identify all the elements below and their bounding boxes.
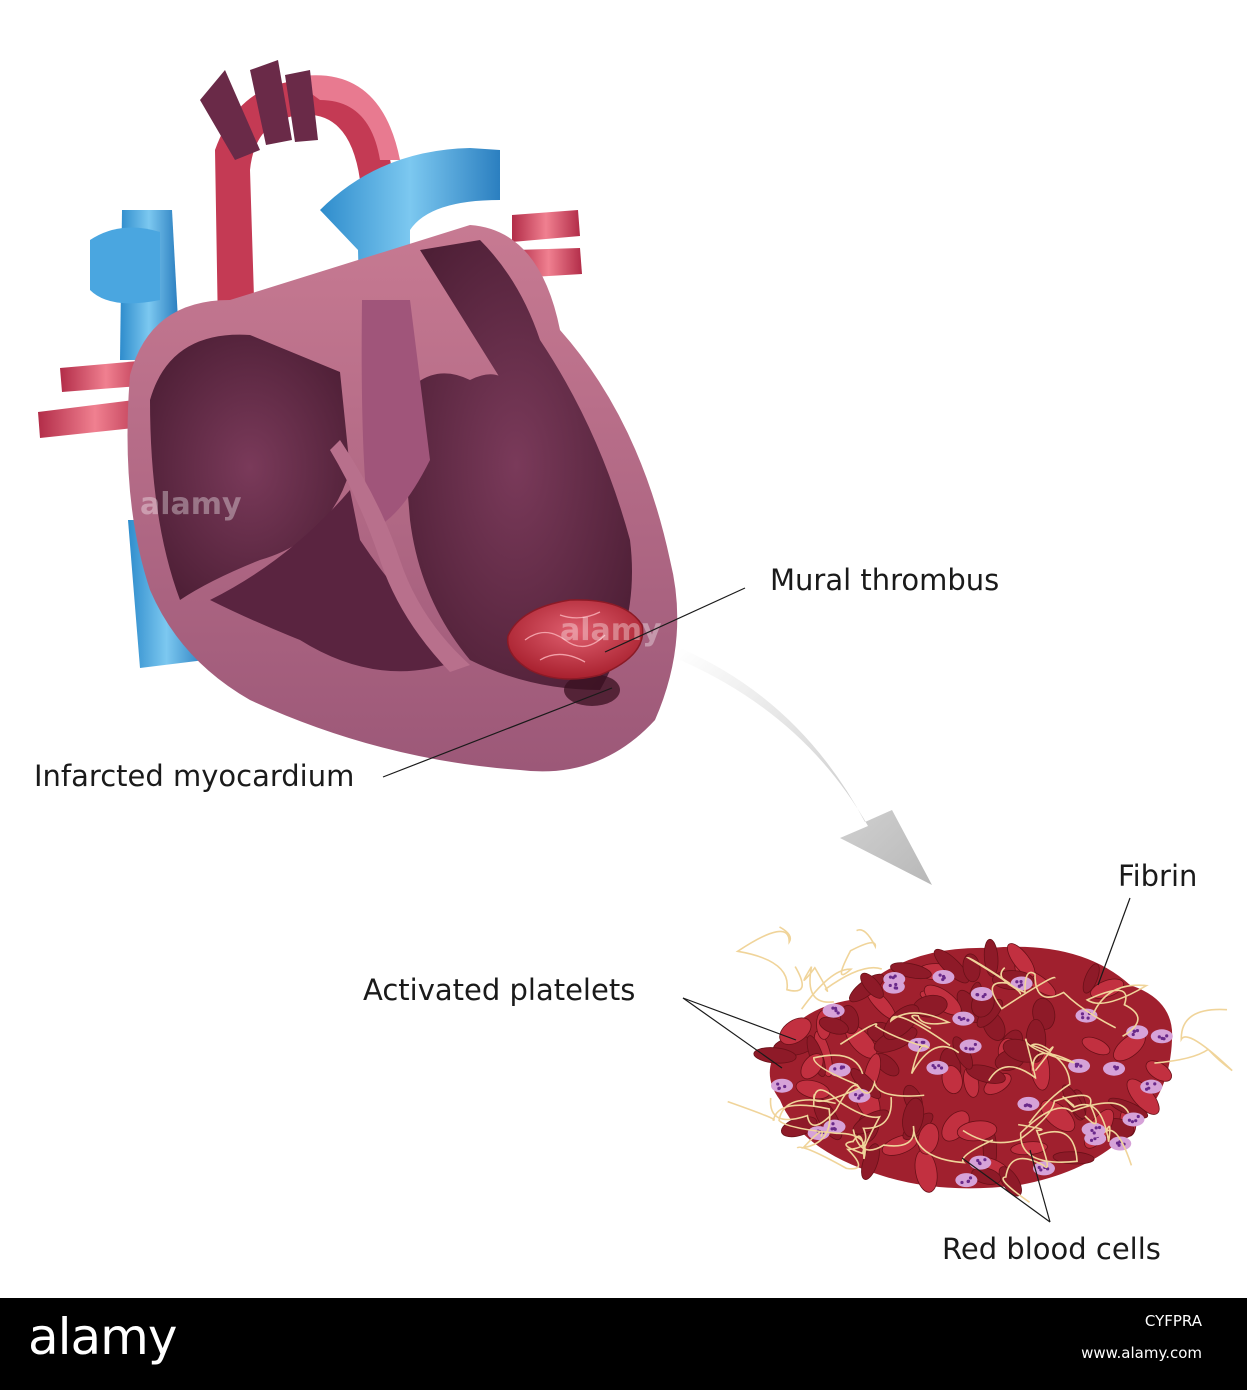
pulmonary-vein-left-2	[38, 398, 152, 438]
fibrin-strand	[889, 1012, 952, 1047]
right-ventricle	[210, 490, 460, 672]
label-mural-thrombus: Mural thrombus	[770, 563, 1000, 597]
platelet	[1083, 1123, 1106, 1138]
zoom-arrow	[680, 648, 932, 885]
fibrin-strand	[962, 1094, 1097, 1144]
footer-bar: alamy CYFPRA www.alamy.com	[0, 1298, 1247, 1390]
red-blood-cell	[983, 938, 999, 977]
infarct-zone	[564, 674, 620, 706]
red-blood-cell	[1052, 1151, 1095, 1165]
red-blood-cell	[1007, 943, 1036, 978]
aortic-arch-highlight	[290, 75, 400, 160]
red-blood-cell	[779, 1017, 812, 1045]
aortic-branch-2	[250, 60, 292, 145]
fibrin-strand	[803, 966, 883, 1003]
fibrin-strand	[1062, 1096, 1133, 1166]
right-chamber	[150, 334, 350, 600]
platelet	[970, 986, 993, 1001]
platelet	[1103, 1061, 1126, 1076]
fibrin-strand	[800, 929, 877, 1010]
pulmonary-vein-right-1	[512, 210, 580, 242]
fibrin-strand	[796, 1096, 893, 1170]
aortic-root	[361, 300, 430, 530]
red-blood-cell	[1061, 1084, 1086, 1120]
footer-image-id: CYFPRA	[1144, 1312, 1202, 1330]
label-fibrin: Fibrin	[1118, 859, 1198, 893]
red-blood-cell	[956, 1120, 998, 1142]
fibrin-strand	[1028, 1043, 1071, 1124]
platelet	[1140, 1079, 1163, 1094]
leader-rbc-1	[961, 1157, 1051, 1223]
label-red-blood-cells: Red blood cells	[942, 1232, 1161, 1266]
fibrin-strand	[839, 1023, 960, 1074]
fibrin-strand	[813, 1089, 882, 1155]
left-chamber	[400, 240, 632, 690]
red-blood-cell	[965, 1064, 1006, 1084]
fibrin-strands	[727, 926, 1233, 1203]
fibrin-strand	[778, 1099, 866, 1160]
platelet	[770, 1078, 793, 1093]
pulmonary-vein-left-1	[60, 360, 152, 392]
watermark-alamy-1: alamy	[140, 487, 242, 522]
watermark-alamy-2: alamy	[560, 613, 662, 648]
platelet	[926, 1060, 949, 1075]
red-blood-cell	[941, 1065, 963, 1095]
platelet	[1017, 1096, 1040, 1111]
red-blood-cell	[1082, 963, 1100, 994]
platelet	[1122, 1112, 1145, 1127]
leader-infarcted-myocardium	[382, 687, 613, 778]
red-blood-cell	[850, 1068, 882, 1099]
clot-texture	[524, 611, 606, 663]
red-blood-cell	[917, 1122, 940, 1155]
platelet	[882, 979, 905, 994]
platelet	[1032, 1161, 1055, 1176]
footer-logo: alamy	[28, 1308, 177, 1366]
fibrin-strand	[1002, 1123, 1049, 1203]
red-blood-cell	[1145, 1060, 1172, 1082]
label-infarcted-myocardium: Infarcted myocardium	[34, 759, 355, 793]
thrombus-closeup	[727, 926, 1233, 1203]
fibrin-strand	[965, 956, 1056, 1010]
leader-fibrin	[1097, 897, 1131, 986]
leader-rbc-2	[1029, 1149, 1051, 1223]
red-blood-cell	[860, 972, 884, 999]
leader-platelets-2	[682, 997, 783, 1069]
aortic-branch-1	[200, 70, 260, 160]
red-blood-cell	[902, 1097, 925, 1138]
leader-mural-thrombus	[604, 587, 746, 653]
platelet	[969, 1155, 992, 1170]
platelet	[828, 1062, 851, 1077]
aortic-branch-3	[285, 70, 318, 142]
red-blood-cell	[861, 1143, 880, 1180]
platelet	[822, 1003, 845, 1018]
label-activated-platelets: Activated platelets	[363, 973, 636, 1007]
septum	[330, 440, 470, 672]
platelet	[1150, 1029, 1173, 1044]
fibrin-strand	[1000, 967, 1117, 1029]
leader-platelets-1	[682, 997, 797, 1041]
fibrin-strand	[727, 1100, 831, 1149]
platelets-group	[770, 970, 1173, 1188]
fibrin-strand	[1019, 1102, 1130, 1163]
platelet	[952, 1011, 975, 1026]
fibrin-strand	[735, 926, 803, 992]
red-blood-cell	[818, 1016, 849, 1035]
fibrin-strand	[813, 1054, 925, 1097]
footer-url: www.alamy.com	[1081, 1344, 1202, 1362]
red-blood-cell	[800, 1053, 824, 1080]
platelet	[1010, 976, 1033, 991]
fibrin-strand	[769, 1084, 861, 1126]
platelet	[955, 1173, 978, 1188]
fibrin-strand	[1154, 1008, 1233, 1072]
platelet	[932, 970, 955, 985]
heart-illustration	[38, 60, 678, 772]
vena-cava-bulge	[90, 227, 160, 304]
fibrin-strand	[1085, 984, 1149, 1038]
platelet	[959, 1039, 982, 1054]
red-blood-cell	[1081, 1036, 1111, 1056]
